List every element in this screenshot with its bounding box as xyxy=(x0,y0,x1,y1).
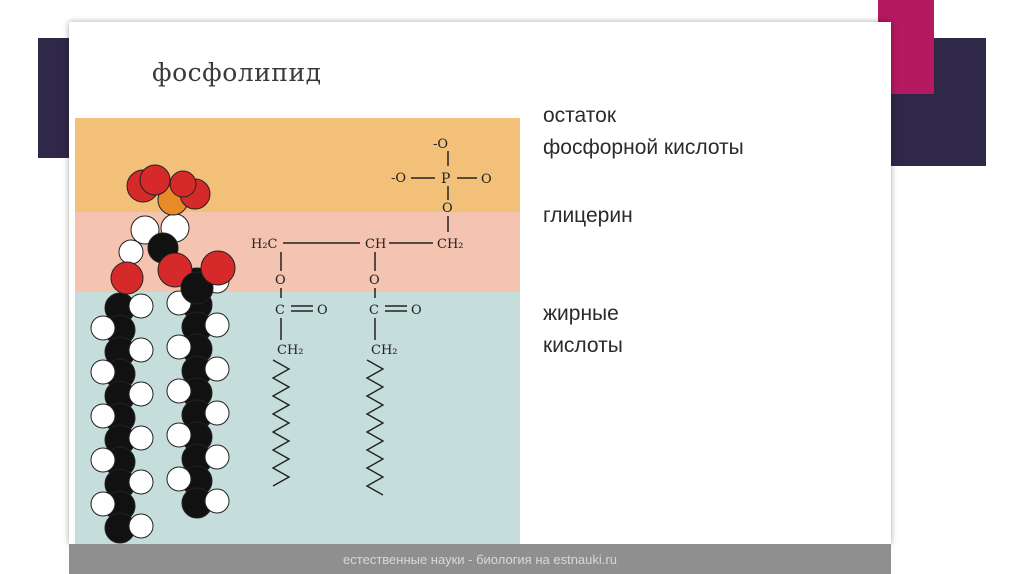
oxygen-atom xyxy=(169,170,197,198)
label-fatty-line1: жирные xyxy=(543,302,619,325)
formula-o-right: O xyxy=(481,172,492,187)
space-filling-model xyxy=(90,164,236,544)
hydrogen-atom xyxy=(166,378,192,404)
label-fatty-line2: кислоты xyxy=(543,333,623,357)
formula-c3: CH₂ xyxy=(437,237,464,252)
formula-carbonyl-c-left: C xyxy=(275,303,285,318)
label-glycerol: глицерин xyxy=(543,204,633,227)
carbon-atom xyxy=(180,271,214,305)
hydrogen-atom xyxy=(128,425,154,451)
hydrogen-atom xyxy=(90,403,116,429)
hydrogen-atom xyxy=(166,422,192,448)
label-phosphate-line1: остаток xyxy=(543,104,617,127)
hydrogen-atom xyxy=(90,491,116,517)
oxygen-atom xyxy=(200,250,236,286)
oxygen-atom xyxy=(139,164,171,196)
formula-c1: H₂C xyxy=(251,237,278,252)
oxygen-atom xyxy=(110,261,144,295)
formula-o-bridge: O xyxy=(442,201,453,216)
label-phosphate-group: остаток фосфорной кислоты xyxy=(543,100,744,163)
hydrogen-atom xyxy=(204,356,230,382)
formula-ch2-left: CH₂ xyxy=(277,343,304,358)
label-fatty-acids: жирные кислоты xyxy=(543,298,623,361)
label-phosphate-line2: фосфорной кислоты xyxy=(543,135,744,159)
formula-ester-o-right: O xyxy=(369,273,380,288)
hydrogen-atom xyxy=(128,469,154,495)
hydrogen-atom xyxy=(204,444,230,470)
hydrogen-atom xyxy=(204,488,230,514)
formula-carbonyl-o-right: O xyxy=(411,303,422,318)
formula-ester-o-left: O xyxy=(275,273,286,288)
oxygen-atom xyxy=(157,252,193,288)
hydrogen-atom xyxy=(90,315,116,341)
fatty-acid-chain-right xyxy=(365,359,385,496)
hydrogen-atom xyxy=(128,513,154,539)
hydrogen-atom xyxy=(90,447,116,473)
fatty-acid-chain-left xyxy=(271,359,291,487)
formula-c2: CH xyxy=(365,237,386,252)
formula-carbonyl-c-right: C xyxy=(369,303,379,318)
phospholipid-diagram: -O -O P O O H₂C CH CH₂ O C O CH₂ xyxy=(90,137,492,544)
footer-caption: естественные науки - биология на estnauk… xyxy=(343,552,617,567)
hydrogen-atom xyxy=(204,400,230,426)
diagram-title: фосфолипид xyxy=(152,58,322,87)
hydrogen-atom xyxy=(118,239,144,265)
formula-ch2-right: CH₂ xyxy=(371,343,398,358)
hydrogen-atom xyxy=(166,466,192,492)
hydrogen-atom xyxy=(130,215,160,245)
hydrogen-atom xyxy=(128,381,154,407)
footer-bar xyxy=(69,544,891,574)
formula-o-top: -O xyxy=(433,137,448,152)
structural-formula: -O -O P O O H₂C CH CH₂ O C O CH₂ xyxy=(251,137,492,496)
formula-phosphorus: P xyxy=(441,171,450,187)
hydrogen-atom xyxy=(204,312,230,338)
hydrogen-atom xyxy=(128,337,154,363)
hydrogen-atom xyxy=(166,334,192,360)
hydrogen-atom xyxy=(128,293,154,319)
formula-carbonyl-o-left: O xyxy=(317,303,328,318)
decor-band-left xyxy=(38,38,74,158)
hydrogen-atom xyxy=(90,359,116,385)
formula-o-left: -O xyxy=(391,171,406,186)
fatty-acid-band xyxy=(75,292,520,544)
